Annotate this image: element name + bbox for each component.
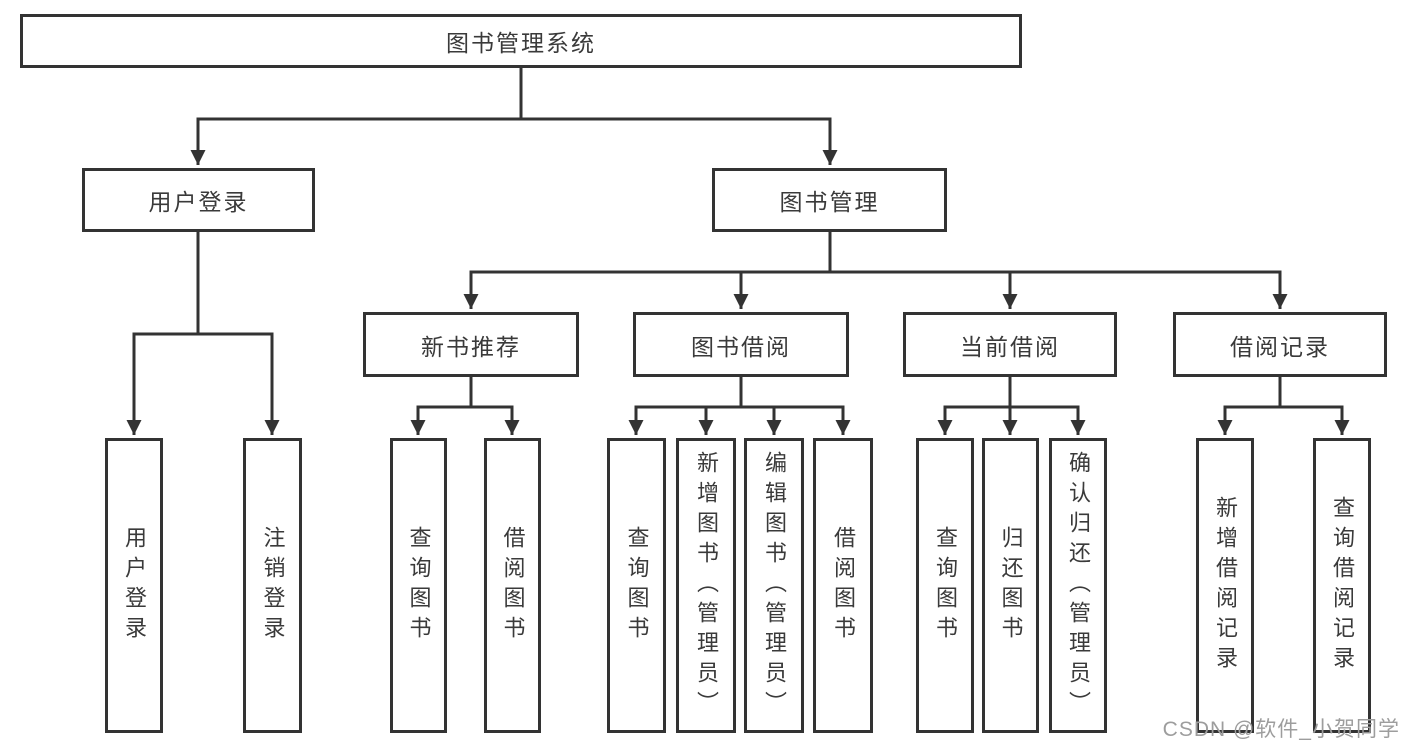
leaf-query-books-recommend-label: 查询图书 xyxy=(406,525,432,646)
leaf-query-books-recommend: 查询图书 xyxy=(390,438,447,733)
node-book-management: 图书管理 xyxy=(712,168,947,232)
node-current-borrow: 当前借阅 xyxy=(903,312,1117,377)
leaf-query-borrow-record-label: 查询借阅记录 xyxy=(1330,495,1355,676)
leaf-user-login: 用户登录 xyxy=(105,438,163,733)
leaf-logout: 注销登录 xyxy=(243,438,302,733)
leaf-borrow-books-recommend: 借阅图书 xyxy=(484,438,541,733)
leaf-query-borrow-record: 查询借阅记录 xyxy=(1313,438,1371,733)
leaf-return-books: 归还图书 xyxy=(982,438,1039,733)
leaf-query-books-borrow-label: 查询图书 xyxy=(624,525,650,646)
leaf-edit-books-admin-label: 编辑图书（管理员） xyxy=(762,450,787,721)
leaf-borrow-books-label: 借阅图书 xyxy=(831,525,856,646)
node-root-label: 图书管理系统 xyxy=(446,30,596,56)
node-new-book-recommend-label: 新书推荐 xyxy=(421,333,521,360)
leaf-confirm-return-admin: 确认归还（管理员） xyxy=(1049,438,1107,733)
node-book-borrow: 图书借阅 xyxy=(633,312,849,377)
node-root: 图书管理系统 xyxy=(20,14,1022,68)
leaf-add-books-admin: 新增图书（管理员） xyxy=(676,438,736,733)
leaf-query-books-current-label: 查询图书 xyxy=(933,525,958,646)
leaf-borrow-books-recommend-label: 借阅图书 xyxy=(500,525,526,646)
node-current-borrow-label: 当前借阅 xyxy=(960,333,1060,360)
leaf-logout-label: 注销登录 xyxy=(260,525,286,646)
leaf-query-books-borrow: 查询图书 xyxy=(607,438,666,733)
node-borrow-records: 借阅记录 xyxy=(1173,312,1387,377)
leaf-add-books-admin-label: 新增图书（管理员） xyxy=(694,450,719,721)
node-borrow-records-label: 借阅记录 xyxy=(1230,333,1330,360)
node-user-login: 用户登录 xyxy=(82,168,315,232)
node-user-login-label: 用户登录 xyxy=(148,189,249,215)
node-book-borrow-label: 图书借阅 xyxy=(691,333,791,360)
leaf-borrow-books: 借阅图书 xyxy=(813,438,873,733)
leaf-query-books-current: 查询图书 xyxy=(916,438,974,733)
leaf-confirm-return-admin-label: 确认归还（管理员） xyxy=(1066,450,1091,721)
csdn-watermark: CSDN @软件_小贺同学 xyxy=(1162,718,1400,741)
leaf-add-borrow-record: 新增借阅记录 xyxy=(1196,438,1254,733)
leaf-edit-books-admin: 编辑图书（管理员） xyxy=(744,438,804,733)
leaf-add-borrow-record-label: 新增借阅记录 xyxy=(1213,495,1238,676)
node-book-management-label: 图书管理 xyxy=(779,189,880,215)
node-new-book-recommend: 新书推荐 xyxy=(363,312,579,377)
leaf-return-books-label: 归还图书 xyxy=(998,525,1024,646)
leaf-user-login-label: 用户登录 xyxy=(122,525,147,646)
